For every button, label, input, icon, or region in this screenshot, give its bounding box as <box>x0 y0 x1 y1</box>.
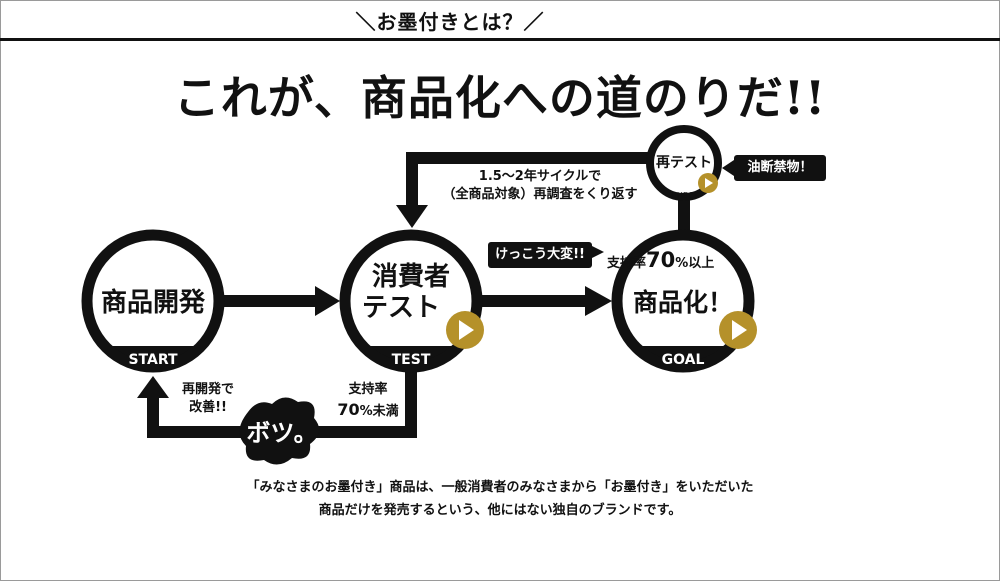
test-title: 消費者 テスト <box>348 262 474 324</box>
goal-node <box>611 229 755 373</box>
goal-title: 商品化！ <box>632 288 733 317</box>
pass-rate-suffix: %以上 <box>675 256 715 271</box>
start-title: 商品開発 <box>100 288 205 318</box>
hard-tag-pointer <box>592 246 604 258</box>
test-play-button[interactable] <box>446 311 484 349</box>
pass-rate-value: 70 <box>646 248 676 272</box>
retest-cycle-note-line2: （全商品対象）再調査をくり返す <box>442 186 638 202</box>
retest-title: 再テスト <box>656 155 712 171</box>
fail-rate-prefix: 支持率 <box>348 382 388 397</box>
warning-tag: 油断禁物！ <box>734 155 826 181</box>
test-foot-label: TEST <box>391 352 431 368</box>
fail-rate-label: 支持率 70%未満 <box>328 381 408 420</box>
footer-line2: 商品だけを発売するという、他にはない独自のブランドです。 <box>318 503 682 519</box>
retest-cycle-note: 1.5〜2年サイクルで （全商品対象）再調査をくり返す <box>440 168 640 203</box>
reject-stamp <box>239 397 320 465</box>
pass-rate-prefix: 支持率 <box>607 256 647 271</box>
redevelop-note-line1: 再開発で <box>181 382 234 397</box>
fail-rate-suffix: %未満 <box>359 403 399 419</box>
page-headline: これが、商品化への道のりだ!! <box>173 71 827 125</box>
retest-loop-arrowhead <box>396 205 428 228</box>
retest-loop-line <box>406 152 650 210</box>
test-node <box>339 229 483 373</box>
retest-foot-label: CHECK <box>671 191 699 200</box>
start-node <box>81 229 225 373</box>
footer-description: 「みなさまのお墨付き」商品は、一般消費者のみなさまから「お墨付き」をいただいた … <box>0 476 1000 523</box>
pass-rate-label: 支持率70%以上 <box>607 246 767 274</box>
retest-play-button[interactable] <box>698 173 718 193</box>
reject-word: ボツ。 <box>246 418 318 447</box>
retest-cycle-note-line1: 1.5〜2年サイクルで <box>478 169 602 184</box>
hard-tag: けっこう大変!! <box>488 242 592 268</box>
start-to-test-arrowhead <box>315 286 340 316</box>
warning-tag-pointer <box>722 160 734 176</box>
goal-foot-label: GOAL <box>661 352 705 368</box>
start-foot-label: START <box>128 352 178 368</box>
redevelop-note-line2: 改善!! <box>189 399 227 415</box>
goal-play-button[interactable] <box>719 311 757 349</box>
header-divider <box>0 38 1000 41</box>
test-title-line2: テスト <box>361 293 440 324</box>
redevelop-note: 再開発で 改善!! <box>168 381 248 416</box>
test-title-line1: 消費者 <box>371 262 450 292</box>
footer-line1: 「みなさまのお墨付き」商品は、一般消費者のみなさまから「お墨付き」をいただいた <box>246 480 754 495</box>
fail-loop-arrowhead <box>137 376 169 398</box>
section-tag: ＼お墨付きとは？／ <box>355 10 545 34</box>
test-to-goal-arrowhead <box>585 286 612 316</box>
fail-rate-value: 70 <box>337 399 360 419</box>
